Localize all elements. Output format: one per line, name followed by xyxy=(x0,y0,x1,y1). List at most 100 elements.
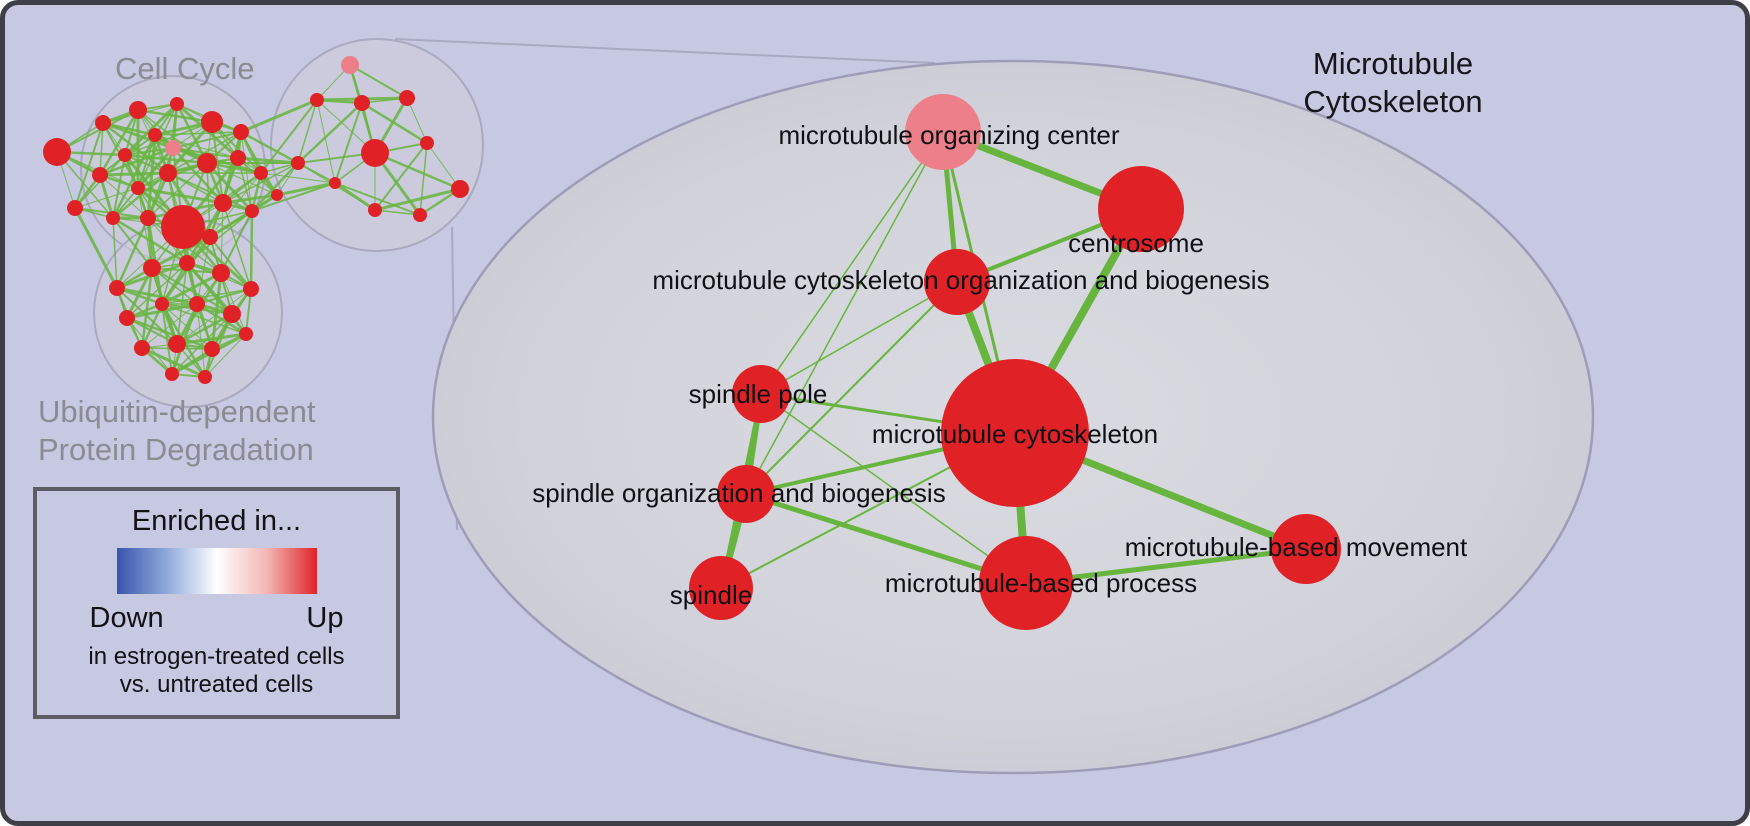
node-label-process: microtubule-based process xyxy=(885,568,1197,598)
node-process[interactable] xyxy=(979,536,1073,630)
overview-node[interactable] xyxy=(159,164,177,182)
overview-edge xyxy=(151,267,233,315)
overview-node[interactable] xyxy=(201,111,223,133)
overview-node[interactable] xyxy=(143,259,161,277)
overview-edge xyxy=(99,174,149,219)
overview-edge xyxy=(426,142,461,190)
overview-node[interactable] xyxy=(161,205,205,249)
overview-node[interactable] xyxy=(118,148,132,162)
overview-node[interactable] xyxy=(214,194,232,212)
overview-edge xyxy=(141,303,198,349)
overview-node[interactable] xyxy=(168,335,186,353)
overview-node[interactable] xyxy=(233,124,249,140)
overview-node[interactable] xyxy=(165,140,181,156)
overview-node[interactable] xyxy=(291,156,305,170)
overview-node[interactable] xyxy=(202,229,218,245)
overview-node[interactable] xyxy=(131,181,145,195)
overview-node[interactable] xyxy=(245,204,259,218)
overview-edge xyxy=(125,266,154,320)
overview-edge xyxy=(220,210,253,274)
overview-edge xyxy=(123,153,209,165)
overview-node[interactable] xyxy=(310,93,324,107)
overview-node[interactable] xyxy=(67,200,83,216)
edge-spindle_pole-process xyxy=(760,393,1027,584)
node-label-mc: microtubule cytoskeleton xyxy=(872,419,1158,449)
node-movement[interactable] xyxy=(1271,514,1341,584)
overview-node[interactable] xyxy=(254,166,268,180)
node-mcob[interactable] xyxy=(924,249,990,315)
overview-node[interactable] xyxy=(43,138,71,166)
cluster-label-microtubule-cytoskeleton: Microtubule Cytoskeleton xyxy=(1288,45,1498,121)
overview-node[interactable] xyxy=(271,189,283,201)
node-spindle_pole[interactable] xyxy=(732,365,790,423)
overview-edge xyxy=(74,187,139,209)
ubiquitin-label-line2: Protein Degradation xyxy=(38,431,314,467)
zoom-connector-line xyxy=(394,38,936,64)
overview-node[interactable] xyxy=(179,255,195,271)
overview-edge xyxy=(374,142,428,211)
overview-edge xyxy=(196,236,211,305)
overview-node[interactable] xyxy=(368,203,382,217)
overview-node[interactable] xyxy=(230,150,246,166)
overview-node[interactable] xyxy=(223,305,241,323)
overview-edge xyxy=(160,271,223,306)
overview-node[interactable] xyxy=(413,208,427,222)
overview-node[interactable] xyxy=(170,97,184,111)
overview-node[interactable] xyxy=(109,280,125,296)
overview-node[interactable] xyxy=(165,367,179,381)
overview-edge xyxy=(98,171,170,177)
overview-node[interactable] xyxy=(189,296,205,312)
overview-edge xyxy=(112,217,153,269)
overview-edge xyxy=(56,151,114,219)
overview-node[interactable] xyxy=(119,310,135,326)
node-spindle[interactable] xyxy=(689,556,753,620)
node-moc[interactable] xyxy=(905,94,981,170)
overview-node[interactable] xyxy=(239,327,253,341)
overview-edge xyxy=(204,333,247,378)
overview-node[interactable] xyxy=(134,340,150,356)
cluster-label-ubiquitin: Ubiquitin-dependent Protein Degradation xyxy=(38,393,316,469)
overview-edge xyxy=(147,162,208,219)
overview-node[interactable] xyxy=(243,281,259,297)
node-centrosome[interactable] xyxy=(1098,166,1184,252)
overview-node[interactable] xyxy=(329,177,341,189)
legend-down-label: Down xyxy=(89,602,164,634)
overview-edge xyxy=(250,161,300,213)
overview-node[interactable] xyxy=(451,180,469,198)
overview-edge xyxy=(206,162,278,196)
overview-node[interactable] xyxy=(399,90,415,106)
overview-edge xyxy=(73,206,119,290)
overview-edge xyxy=(137,134,156,189)
overview-edge xyxy=(151,267,198,305)
overview-edge xyxy=(112,217,118,289)
legend-up-label: Up xyxy=(306,602,344,634)
edge-mcob-spindle_org xyxy=(745,281,958,495)
overview-edge xyxy=(125,316,214,351)
overview-node[interactable] xyxy=(197,153,217,173)
overview-node[interactable] xyxy=(212,264,230,282)
overview-node[interactable] xyxy=(198,370,212,384)
overview-node[interactable] xyxy=(148,128,162,142)
overview-node[interactable] xyxy=(341,56,359,74)
overview-edge xyxy=(99,122,104,176)
overview-edge xyxy=(74,122,104,209)
overview-node[interactable] xyxy=(140,210,156,226)
node-mc[interactable] xyxy=(941,359,1089,507)
node-spindle_org[interactable] xyxy=(717,465,775,523)
overview-node[interactable] xyxy=(129,101,147,119)
overview-node[interactable] xyxy=(420,136,434,150)
overview-node[interactable] xyxy=(92,167,108,183)
overview-node[interactable] xyxy=(155,297,169,311)
overview-node[interactable] xyxy=(204,341,220,357)
overview-edge xyxy=(172,131,242,149)
overview-node[interactable] xyxy=(354,95,370,111)
overview-node[interactable] xyxy=(95,115,111,131)
overview-edge xyxy=(239,130,300,165)
overview-node[interactable] xyxy=(361,139,389,167)
overview-node[interactable] xyxy=(106,211,120,225)
node-label-movement: microtubule-based movement xyxy=(1125,532,1468,562)
overview-edge xyxy=(209,172,262,238)
overview-edge xyxy=(239,98,319,134)
overview-edge xyxy=(222,162,299,204)
